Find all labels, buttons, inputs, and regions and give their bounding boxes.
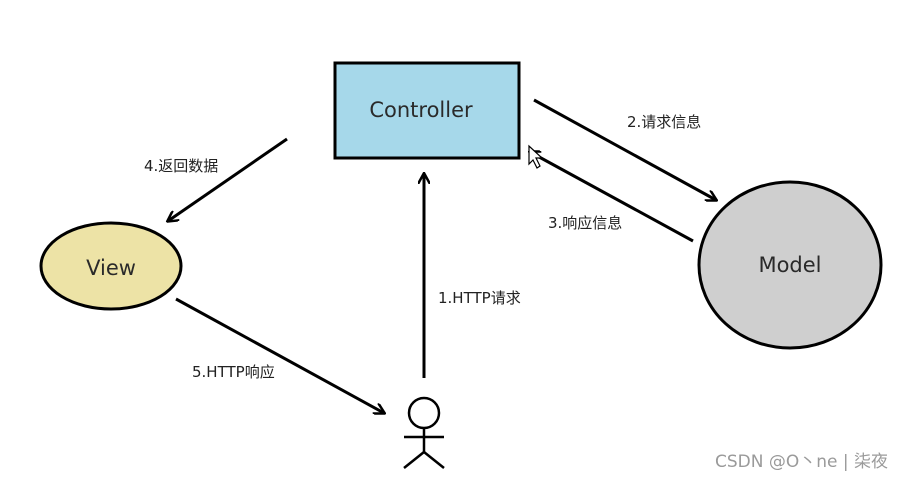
arrow-return-data <box>168 137 288 221</box>
edge-label-request-info: 2.请求信息 <box>627 113 701 131</box>
edge-label-http-request: 1.HTTP请求 <box>438 289 521 307</box>
cursor-icon <box>528 144 544 169</box>
view-ellipse <box>39 221 183 311</box>
arrow-request-info <box>533 98 716 200</box>
arrow-http-response <box>175 297 384 413</box>
controller-node: Controller <box>333 61 521 160</box>
edge-label-response-info: 3.响应信息 <box>548 214 622 232</box>
view-node: View <box>39 221 183 311</box>
edge-label-http-response: 5.HTTP响应 <box>192 363 275 381</box>
model-label: Model <box>758 253 821 277</box>
controller-box <box>333 61 521 160</box>
user-icon <box>403 396 445 469</box>
watermark: CSDN @O丶ne | 柒夜 <box>715 452 888 472</box>
view-label: View <box>86 256 136 280</box>
controller-label: Controller <box>369 98 473 122</box>
model-node: Model <box>697 180 883 350</box>
edge-label-return-data: 4.返回数据 <box>144 157 218 175</box>
arrow-response-info <box>530 152 694 243</box>
model-circle <box>697 180 883 350</box>
